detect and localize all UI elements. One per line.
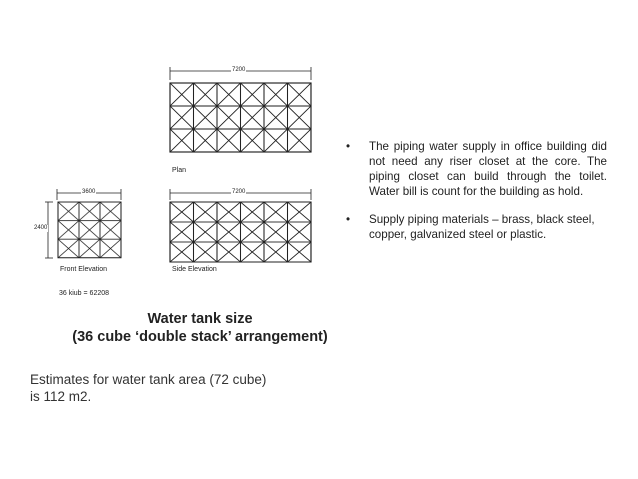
- front-elevation-view: [45, 189, 122, 259]
- front-elevation-label: Front Elevation: [60, 266, 108, 273]
- side-elevation-label: Side Elevation: [172, 266, 217, 273]
- estimate-line-2: is 112 m2.: [30, 389, 92, 404]
- bullet-item-piping: • The piping water supply in office buil…: [345, 139, 607, 199]
- cube-formula: 36 kiub = 62208: [59, 290, 110, 297]
- plan-label: Plan: [172, 167, 187, 174]
- side-elevation-view: [169, 189, 312, 263]
- bullet-item-materials: • Supply piping materials – brass, black…: [345, 212, 607, 242]
- caption-subtitle: (36 cube ‘double stack’ arrangement): [72, 329, 328, 345]
- plan-width-dimension: 7200: [231, 67, 247, 74]
- bullet-icon: •: [346, 213, 351, 226]
- side-width-dimension: 7200: [231, 189, 247, 196]
- bullet-text-piping: The piping water supply in office buildi…: [369, 140, 607, 198]
- estimate-line-1: Estimates for water tank area (72 cube): [30, 372, 267, 387]
- bullet-icon: •: [346, 140, 351, 153]
- plan-view: [169, 67, 312, 153]
- caption-title: Water tank size: [147, 311, 253, 327]
- estimate-text: Estimates for water tank area (72 cube) …: [30, 371, 350, 405]
- front-height-dimension: 2400: [33, 225, 49, 232]
- front-width-dimension: 3600: [81, 189, 97, 196]
- bullet-list: • The piping water supply in office buil…: [345, 139, 607, 242]
- bullet-text-materials: Supply piping materials – brass, black s…: [369, 213, 595, 241]
